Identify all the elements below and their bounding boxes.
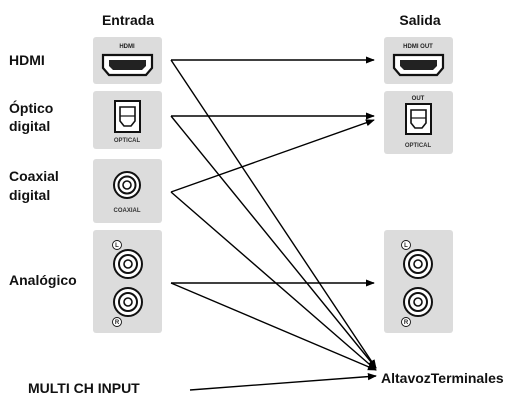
rca-out-right-icon bbox=[403, 287, 433, 317]
analog-input-left-mark: L bbox=[112, 240, 122, 250]
svg-text:R: R bbox=[404, 320, 409, 326]
analog-input-right-mark: R bbox=[112, 317, 122, 327]
optical-input-label-line2: digital bbox=[9, 118, 50, 134]
svg-text:R: R bbox=[115, 320, 120, 326]
coaxial-input-caption: COAXIAL bbox=[114, 208, 141, 214]
rca-jack-right-icon bbox=[113, 287, 143, 317]
hdmi-input-label: HDMI bbox=[9, 52, 45, 68]
output-column-header: Salida bbox=[399, 12, 440, 28]
optical-output-caption: OPTICAL bbox=[405, 143, 432, 149]
analog-output-jacks: L R bbox=[384, 230, 453, 333]
hdmi-output-jack: HDMI OUT bbox=[384, 37, 453, 84]
optical-output-top-caption: OUT bbox=[412, 96, 425, 102]
input-column-header: Entrada bbox=[102, 12, 154, 28]
arrow-coaxial-to-speakers bbox=[170, 191, 377, 371]
speaker-terminals-label: AltavozTerminales bbox=[381, 370, 504, 386]
arrow-optical-to-speakers bbox=[170, 115, 377, 369]
optical-output-jack: OUT OPTICAL bbox=[384, 91, 453, 154]
hdmi-input-caption: HDMI bbox=[119, 44, 135, 50]
optical-input-jack: OPTICAL bbox=[93, 91, 162, 149]
arrow-hdmi-to-speakers bbox=[170, 59, 377, 369]
hdmi-output-caption: HDMI OUT bbox=[403, 44, 433, 50]
analog-output-right-mark: R bbox=[401, 317, 411, 327]
coaxial-input-label-line2: digital bbox=[9, 187, 50, 203]
arrow-multich-to-speakers bbox=[189, 373, 377, 391]
optical-out-port-icon bbox=[405, 103, 432, 135]
multich-input-label: MULTI CH INPUT bbox=[28, 380, 140, 396]
coaxial-port-icon bbox=[113, 171, 141, 199]
coaxial-input-jack: COAXIAL bbox=[93, 159, 162, 223]
optical-port-icon bbox=[114, 100, 141, 133]
analog-input-label: Analógico bbox=[9, 272, 77, 288]
hdmi-port-icon bbox=[101, 53, 154, 77]
optical-input-label-line1: Óptico bbox=[9, 99, 53, 116]
hdmi-out-port-icon bbox=[392, 53, 445, 77]
arrow-analog-to-speakers bbox=[170, 282, 377, 371]
rca-jack-left-icon bbox=[113, 249, 143, 279]
analog-input-jacks: L R bbox=[93, 230, 162, 333]
arrow-coaxial-to-optical-out bbox=[170, 119, 375, 193]
optical-input-caption: OPTICAL bbox=[114, 138, 141, 144]
analog-output-left-mark: L bbox=[401, 240, 411, 250]
svg-text:L: L bbox=[115, 243, 119, 249]
rca-out-left-icon bbox=[403, 249, 433, 279]
hdmi-input-jack: HDMI bbox=[93, 37, 162, 84]
svg-text:L: L bbox=[404, 243, 408, 249]
coaxial-input-label-line1: Coaxial bbox=[9, 168, 59, 184]
